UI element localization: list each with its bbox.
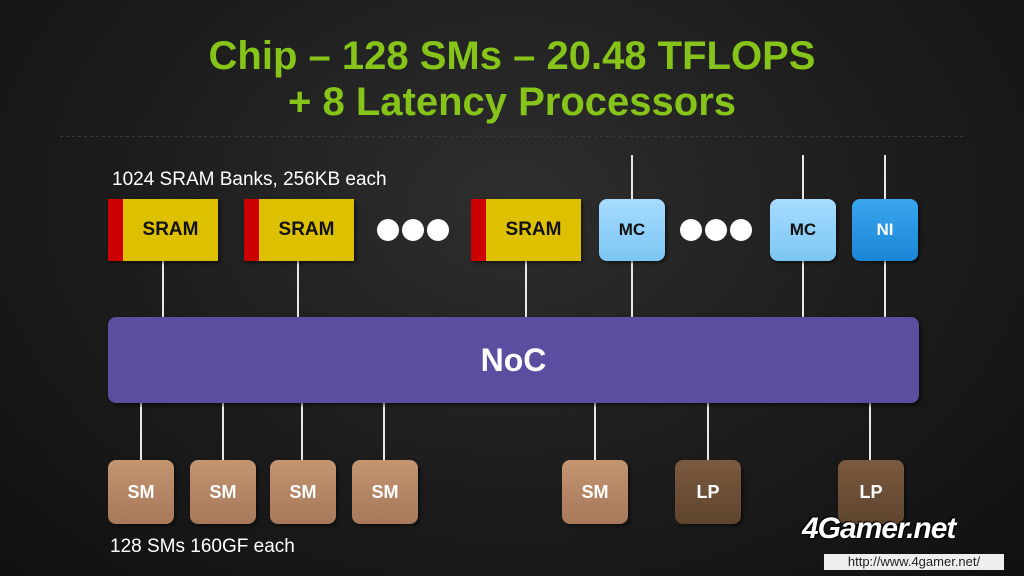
sram-caption: 1024 SRAM Banks, 256KB each xyxy=(112,169,387,190)
lp-connector xyxy=(869,403,871,460)
sram-bank-label: SRAM xyxy=(505,219,562,240)
memory-controller-block: MC xyxy=(770,199,836,261)
ellipsis-dot xyxy=(427,219,449,241)
ellipsis-dot xyxy=(705,219,727,241)
sram-bank-label: SRAM xyxy=(278,219,335,240)
sm-block: SM xyxy=(270,460,336,524)
sm-block: SM xyxy=(562,460,628,524)
title-divider xyxy=(60,136,964,137)
slide-title-line-2: + 8 Latency Processors xyxy=(287,80,737,124)
sram-bank-marker xyxy=(471,199,486,261)
latency-processor-block: LP xyxy=(675,460,741,524)
sm-connector xyxy=(140,403,142,460)
network-interface-block: NI xyxy=(852,199,918,261)
slide-title-line-1: Chip – 128 SMs – 20.48 TFLOPS xyxy=(208,34,816,78)
watermark-logo: 4Gamer.net xyxy=(802,512,956,545)
ellipsis-dot xyxy=(730,219,752,241)
sm-block: SM xyxy=(352,460,418,524)
sram-connector xyxy=(297,261,299,317)
sm-connector xyxy=(594,403,596,460)
sram-bank-marker xyxy=(244,199,259,261)
noc-bus: NoC xyxy=(108,317,919,403)
sm-connector xyxy=(301,403,303,460)
sram-bank: SRAM xyxy=(108,199,218,261)
watermark-url: http://www.4gamer.net/ xyxy=(824,554,1004,570)
sram-connector xyxy=(525,261,527,317)
sram-bank: SRAM xyxy=(471,199,581,261)
sm-caption: 128 SMs 160GF each xyxy=(110,536,295,557)
sm-block: SM xyxy=(108,460,174,524)
memory-controller-block: MC xyxy=(599,199,665,261)
latency-processor-block: LP xyxy=(838,460,904,524)
sram-bank-marker xyxy=(108,199,123,261)
ellipsis-dot xyxy=(680,219,702,241)
sm-connector xyxy=(222,403,224,460)
ellipsis-dot xyxy=(377,219,399,241)
sram-connector xyxy=(162,261,164,317)
sm-connector xyxy=(383,403,385,460)
ellipsis-dot xyxy=(402,219,424,241)
sram-bank: SRAM xyxy=(244,199,354,261)
sram-bank-label: SRAM xyxy=(142,219,199,240)
lp-connector xyxy=(707,403,709,460)
sm-block: SM xyxy=(190,460,256,524)
